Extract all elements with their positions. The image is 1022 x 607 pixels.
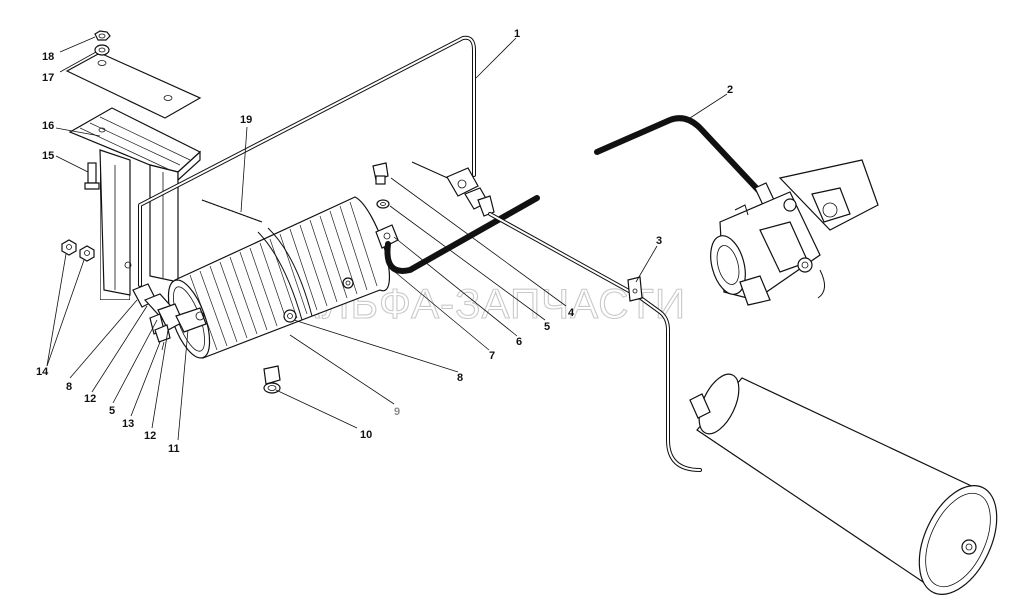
callout-1: 1 [514, 28, 520, 40]
nuts [61, 239, 95, 262]
steel-pipe [138, 35, 476, 287]
callout-16: 16 [42, 120, 54, 132]
pipe-clip [627, 276, 643, 302]
callout-4: 4 [568, 307, 575, 319]
callout-13: 13 [122, 418, 134, 430]
air-compressor [710, 159, 879, 306]
mounting-plate [65, 52, 202, 119]
fittings-cluster [132, 283, 207, 351]
callout-10: 10 [360, 429, 372, 441]
callout-5: 5 [544, 321, 550, 333]
callout-11: 11 [168, 443, 180, 455]
small-air-tank [167, 196, 399, 359]
callout-7: 7 [489, 350, 495, 362]
callout-8: 8 [457, 372, 463, 384]
nut [94, 30, 111, 41]
hose [384, 195, 540, 274]
tee-fitting [411, 161, 495, 217]
callout-8: 8 [66, 381, 72, 393]
callout-19: 19 [240, 114, 252, 126]
large-air-tank [689, 373, 998, 595]
elbow-fitting [263, 365, 281, 394]
washer-small [376, 199, 390, 209]
callout-15: 15 [42, 150, 54, 162]
callout-3: 3 [656, 235, 662, 247]
callout-9: 9 [394, 406, 400, 418]
tie-rod [201, 199, 263, 223]
callout-5: 5 [109, 405, 115, 417]
leader-lines [46, 36, 728, 441]
callout-12: 12 [144, 430, 156, 442]
compressor-hose [594, 115, 775, 206]
callout-2: 2 [727, 84, 733, 96]
callout-18: 18 [42, 51, 54, 63]
bracket [68, 107, 202, 300]
callout-17: 17 [42, 72, 54, 84]
callout-14: 14 [36, 366, 49, 378]
callout-6: 6 [516, 336, 522, 348]
lower-steel-pipe [488, 212, 702, 472]
bolt [84, 162, 100, 190]
callout-labels: 1 2 3 4 5 5 6 7 8 8 9 10 11 12 12 13 14 … [36, 28, 733, 455]
callout-12: 12 [84, 393, 96, 405]
washer [94, 44, 110, 56]
plug [372, 162, 389, 185]
